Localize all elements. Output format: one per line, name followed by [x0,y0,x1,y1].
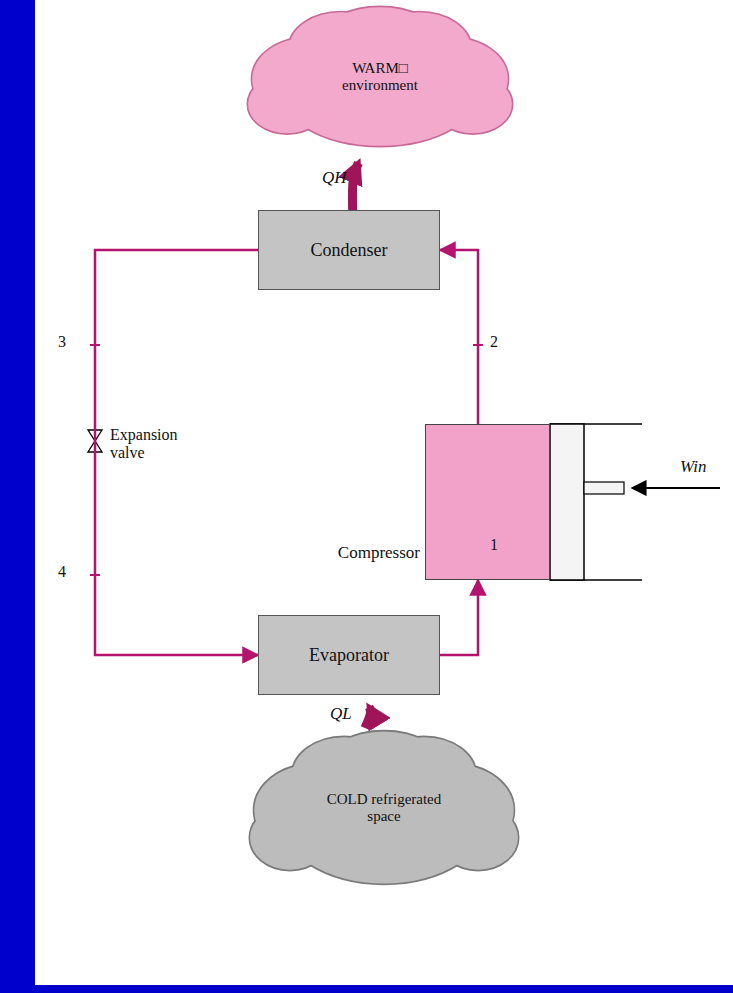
box-title: Condenser [311,240,388,261]
cloud-text: COLD refrigerated space [314,791,454,826]
environment-cloud: COLD refrigerated space [248,728,520,888]
box-title: Compressor [338,543,420,563]
work-label: Win [680,458,706,477]
component-label: Expansion valve [110,426,196,461]
box-title: Evaporator [309,645,389,666]
refrigerant-pipe [440,580,478,655]
component-box: Evaporator [258,615,440,695]
refrigerant-pipe [95,250,258,655]
work-arrow [632,487,720,489]
heat-arrow [352,163,358,210]
heat-label: QH [322,168,347,188]
refrigerant-pipe [440,250,478,424]
heat-label: QL [330,704,352,724]
component-box: Condenser [258,210,440,290]
state-number: 4 [58,563,66,581]
environment-cloud: WARM□ environment [246,4,514,150]
compressor-box: Compressor [425,424,550,580]
state-number: 3 [58,333,66,351]
piston-assembly [550,424,642,580]
state-number: 2 [490,333,498,351]
heat-arrow [365,707,371,728]
state-number: 1 [490,536,498,554]
cloud-text: WARM□ environment [330,60,430,95]
